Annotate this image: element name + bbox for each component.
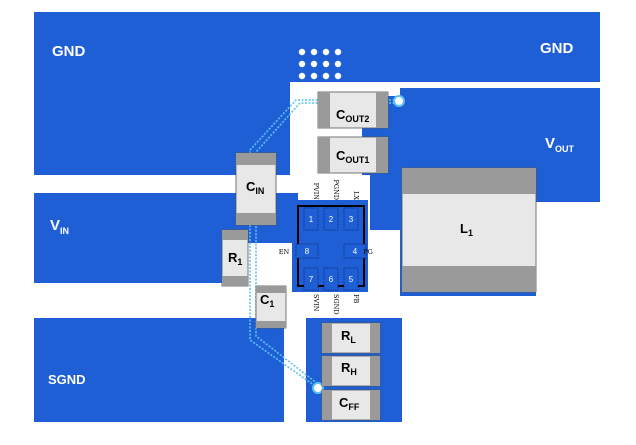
- via: [298, 72, 306, 80]
- component-r1: [221, 229, 249, 287]
- component-cin: [235, 152, 277, 226]
- ic-pin-number: 4: [353, 247, 358, 256]
- ic-pin-number: 7: [309, 275, 314, 284]
- via-array-top: [298, 48, 342, 80]
- via: [285, 328, 293, 336]
- ic-pin-5: 5FB: [343, 267, 360, 304]
- via: [310, 48, 318, 56]
- ic-pin-name: LX: [352, 191, 360, 200]
- label-rl: RL: [341, 328, 356, 345]
- via: [322, 72, 330, 80]
- ic-pin-name: PGND: [332, 180, 340, 200]
- feedback-via-bottom: [312, 382, 324, 394]
- component-cout2: [317, 91, 389, 129]
- net-label-gnd-left: GND: [52, 43, 86, 60]
- via: [322, 60, 330, 68]
- net-label-sgnd: SGND: [48, 372, 86, 387]
- component-rl: [321, 322, 381, 354]
- ic-pin-name: PVIN: [312, 183, 320, 201]
- vin-plane: [34, 193, 248, 283]
- via: [285, 340, 293, 348]
- net-label-gnd-right: GND: [540, 40, 574, 57]
- via: [310, 60, 318, 68]
- component-cff: [321, 389, 381, 421]
- via: [334, 48, 342, 56]
- via-array-bottom: [285, 328, 305, 348]
- ic-pin-number: 5: [349, 275, 354, 284]
- net-label-vin: VIN: [50, 217, 69, 236]
- component-cout1: [317, 136, 389, 174]
- label-r1: R1: [228, 250, 242, 267]
- via: [322, 48, 330, 56]
- ic-pin-name: SGND: [332, 294, 340, 315]
- ic-pin-number: 1: [309, 215, 314, 224]
- via: [298, 60, 306, 68]
- ic-pin-name: SVIN: [312, 294, 320, 312]
- via: [298, 48, 306, 56]
- gnd-plane-top: [34, 12, 600, 82]
- label-l1: L1: [460, 221, 473, 238]
- sgnd-plane: [34, 318, 284, 422]
- ic-pin-number: 2: [329, 215, 334, 224]
- net-label-vout: VOUT: [545, 135, 575, 154]
- ic-pin-name: FB: [352, 294, 360, 304]
- component-c1: [255, 285, 287, 329]
- via: [297, 340, 305, 348]
- via: [310, 72, 318, 80]
- ic-pin-1: 1 PVIN: [303, 183, 320, 231]
- via: [334, 60, 342, 68]
- ic-pin-4: 4 PG: [343, 243, 373, 259]
- label-c1: C1: [260, 292, 274, 309]
- ic-pin-8: 8 EN: [279, 243, 319, 259]
- ic-pin-name: EN: [279, 248, 290, 256]
- ic-pin-name: PG: [363, 248, 373, 256]
- ic-pin-number: 6: [329, 275, 334, 284]
- label-rh: RH: [341, 360, 357, 377]
- ic-pin-number: 3: [349, 215, 354, 224]
- feedback-via-top: [393, 95, 405, 107]
- via: [297, 328, 305, 336]
- label-cout1: COUT1: [336, 148, 369, 165]
- via: [334, 72, 342, 80]
- label-cout2: COUT2: [336, 107, 369, 124]
- component-rh: [321, 355, 381, 387]
- ic-pin-3: 3 LX: [343, 191, 360, 231]
- label-cin: CIN: [246, 179, 264, 196]
- ic-pin-number: 8: [305, 247, 310, 256]
- label-cff: CFF: [339, 395, 360, 412]
- ic-pin-2: 2 PGND: [323, 180, 340, 231]
- component-l1: [401, 167, 537, 293]
